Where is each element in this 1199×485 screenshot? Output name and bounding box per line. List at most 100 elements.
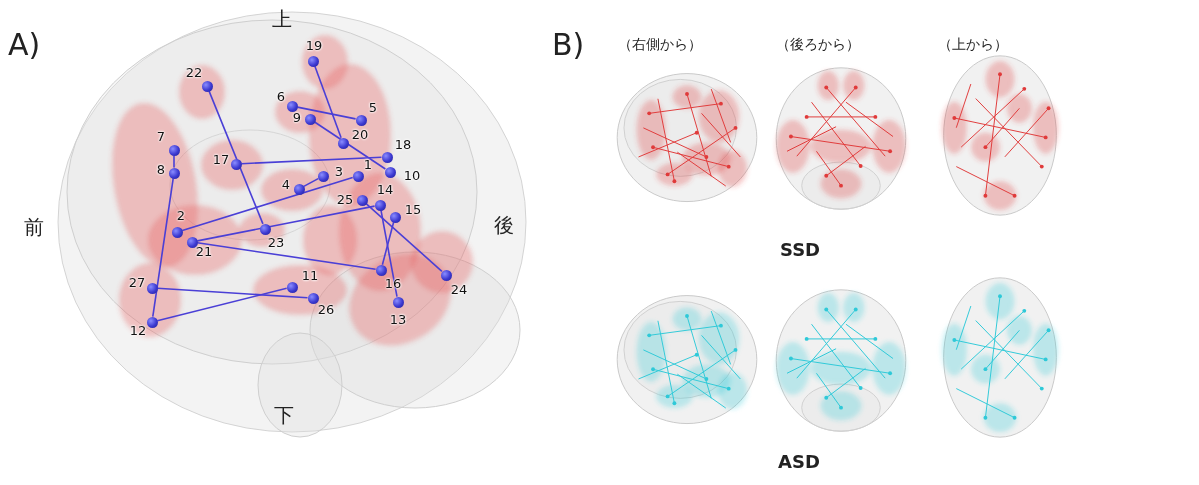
network-thumbnail bbox=[776, 290, 906, 431]
region-node: 20 bbox=[338, 138, 349, 149]
callout-number: 16 bbox=[385, 277, 402, 291]
callout-number: 13 bbox=[390, 313, 407, 327]
network-thumbnail bbox=[943, 56, 1058, 215]
network-thumbnail bbox=[943, 278, 1058, 437]
region-node: 7 bbox=[169, 145, 180, 156]
callout-number: 25 bbox=[337, 193, 354, 207]
callout-number: 5 bbox=[369, 101, 377, 115]
callout-number: 8 bbox=[157, 163, 165, 177]
region-node: 27 bbox=[147, 283, 158, 294]
region-blobs bbox=[101, 36, 472, 362]
callout-number: 3 bbox=[335, 165, 343, 179]
view-label: （右側から） bbox=[618, 36, 702, 52]
connection-line bbox=[197, 243, 375, 269]
region-node: 4 bbox=[294, 184, 305, 195]
region-node: 13 bbox=[393, 297, 404, 308]
panel-letter: B) bbox=[552, 28, 584, 63]
callout-number: 2 bbox=[177, 209, 185, 223]
region-node: 16 bbox=[376, 265, 387, 276]
network-thumbnail bbox=[776, 68, 906, 209]
region-node: 17 bbox=[231, 159, 242, 170]
group-label: SSD bbox=[780, 240, 820, 261]
connection-line bbox=[158, 288, 308, 297]
view-label: （上から） bbox=[938, 36, 1008, 52]
region-node: 19 bbox=[308, 56, 319, 67]
asd-network bbox=[617, 278, 1057, 437]
region-node: 3 bbox=[318, 171, 329, 182]
direction-label: 後 bbox=[494, 214, 514, 237]
connection-line bbox=[366, 204, 442, 272]
region-blob bbox=[149, 206, 241, 274]
callout-number: 4 bbox=[282, 178, 290, 192]
region-node: 21 bbox=[187, 237, 198, 248]
region-node: 23 bbox=[260, 224, 271, 235]
group-label: ASD bbox=[778, 452, 820, 473]
view-label: （後ろから） bbox=[776, 36, 860, 52]
callout-number: 17 bbox=[213, 153, 230, 167]
region-blob bbox=[304, 206, 356, 274]
callout-number: 11 bbox=[302, 269, 319, 283]
brain-glass bbox=[58, 12, 526, 437]
region-node: 8 bbox=[169, 168, 180, 179]
callout-number: 22 bbox=[186, 66, 203, 80]
direction-label: 上 bbox=[272, 8, 292, 31]
callout-number: 12 bbox=[130, 324, 147, 338]
callout-number: 9 bbox=[293, 111, 301, 125]
callout-number: 19 bbox=[306, 39, 323, 53]
connection-line bbox=[153, 178, 173, 316]
callout-number: 18 bbox=[395, 138, 412, 152]
connection-line bbox=[304, 179, 318, 187]
region-blob bbox=[262, 170, 322, 210]
region-blob bbox=[202, 141, 262, 189]
callout-number: 15 bbox=[405, 203, 422, 217]
region-node: 1 bbox=[353, 171, 364, 182]
region-node: 10 bbox=[385, 167, 396, 178]
region-node: 25 bbox=[357, 195, 368, 206]
network-thumbnail bbox=[617, 74, 757, 202]
region-blob bbox=[303, 36, 347, 88]
connection-line bbox=[315, 66, 341, 138]
region-blob bbox=[120, 264, 180, 336]
callout-number: 10 bbox=[404, 169, 421, 183]
callout-number: 14 bbox=[377, 183, 394, 197]
region-node: 14 bbox=[375, 200, 386, 211]
callout-number: 6 bbox=[277, 90, 285, 104]
callout-number: 21 bbox=[196, 245, 213, 259]
region-blob bbox=[180, 66, 224, 118]
region-node: 6 bbox=[287, 101, 298, 112]
region-node: 26 bbox=[308, 293, 319, 304]
region-node: 18 bbox=[382, 152, 393, 163]
brainstem-outline bbox=[258, 333, 342, 437]
direction-label: 前 bbox=[24, 216, 44, 239]
callout-number: 26 bbox=[318, 303, 335, 317]
region-node: 24 bbox=[441, 270, 452, 281]
region-node: 22 bbox=[202, 81, 213, 92]
connection-line bbox=[242, 157, 382, 163]
connection-line bbox=[182, 178, 352, 231]
region-node: 9 bbox=[305, 114, 316, 125]
callout-number: 20 bbox=[352, 128, 369, 142]
callout-number: 27 bbox=[129, 276, 146, 290]
region-node: 5 bbox=[356, 115, 367, 126]
connection-line bbox=[197, 206, 374, 241]
panel-letter: A) bbox=[8, 28, 40, 63]
region-node: 12 bbox=[147, 317, 158, 328]
network-thumbnail bbox=[617, 296, 757, 424]
direction-label: 下 bbox=[274, 404, 294, 427]
callout-number: 7 bbox=[157, 130, 165, 144]
callout-number: 24 bbox=[451, 283, 468, 297]
connection-line bbox=[209, 91, 263, 224]
connection-line bbox=[382, 222, 393, 264]
region-node: 11 bbox=[287, 282, 298, 293]
callout-number: 23 bbox=[268, 236, 285, 250]
connection-line bbox=[173, 156, 175, 168]
connection-line bbox=[315, 122, 386, 169]
brain-outline bbox=[67, 20, 477, 364]
connection-line bbox=[157, 288, 286, 320]
region-node: 15 bbox=[390, 212, 401, 223]
region-node: 2 bbox=[172, 227, 183, 238]
ssd-network bbox=[617, 56, 1057, 215]
